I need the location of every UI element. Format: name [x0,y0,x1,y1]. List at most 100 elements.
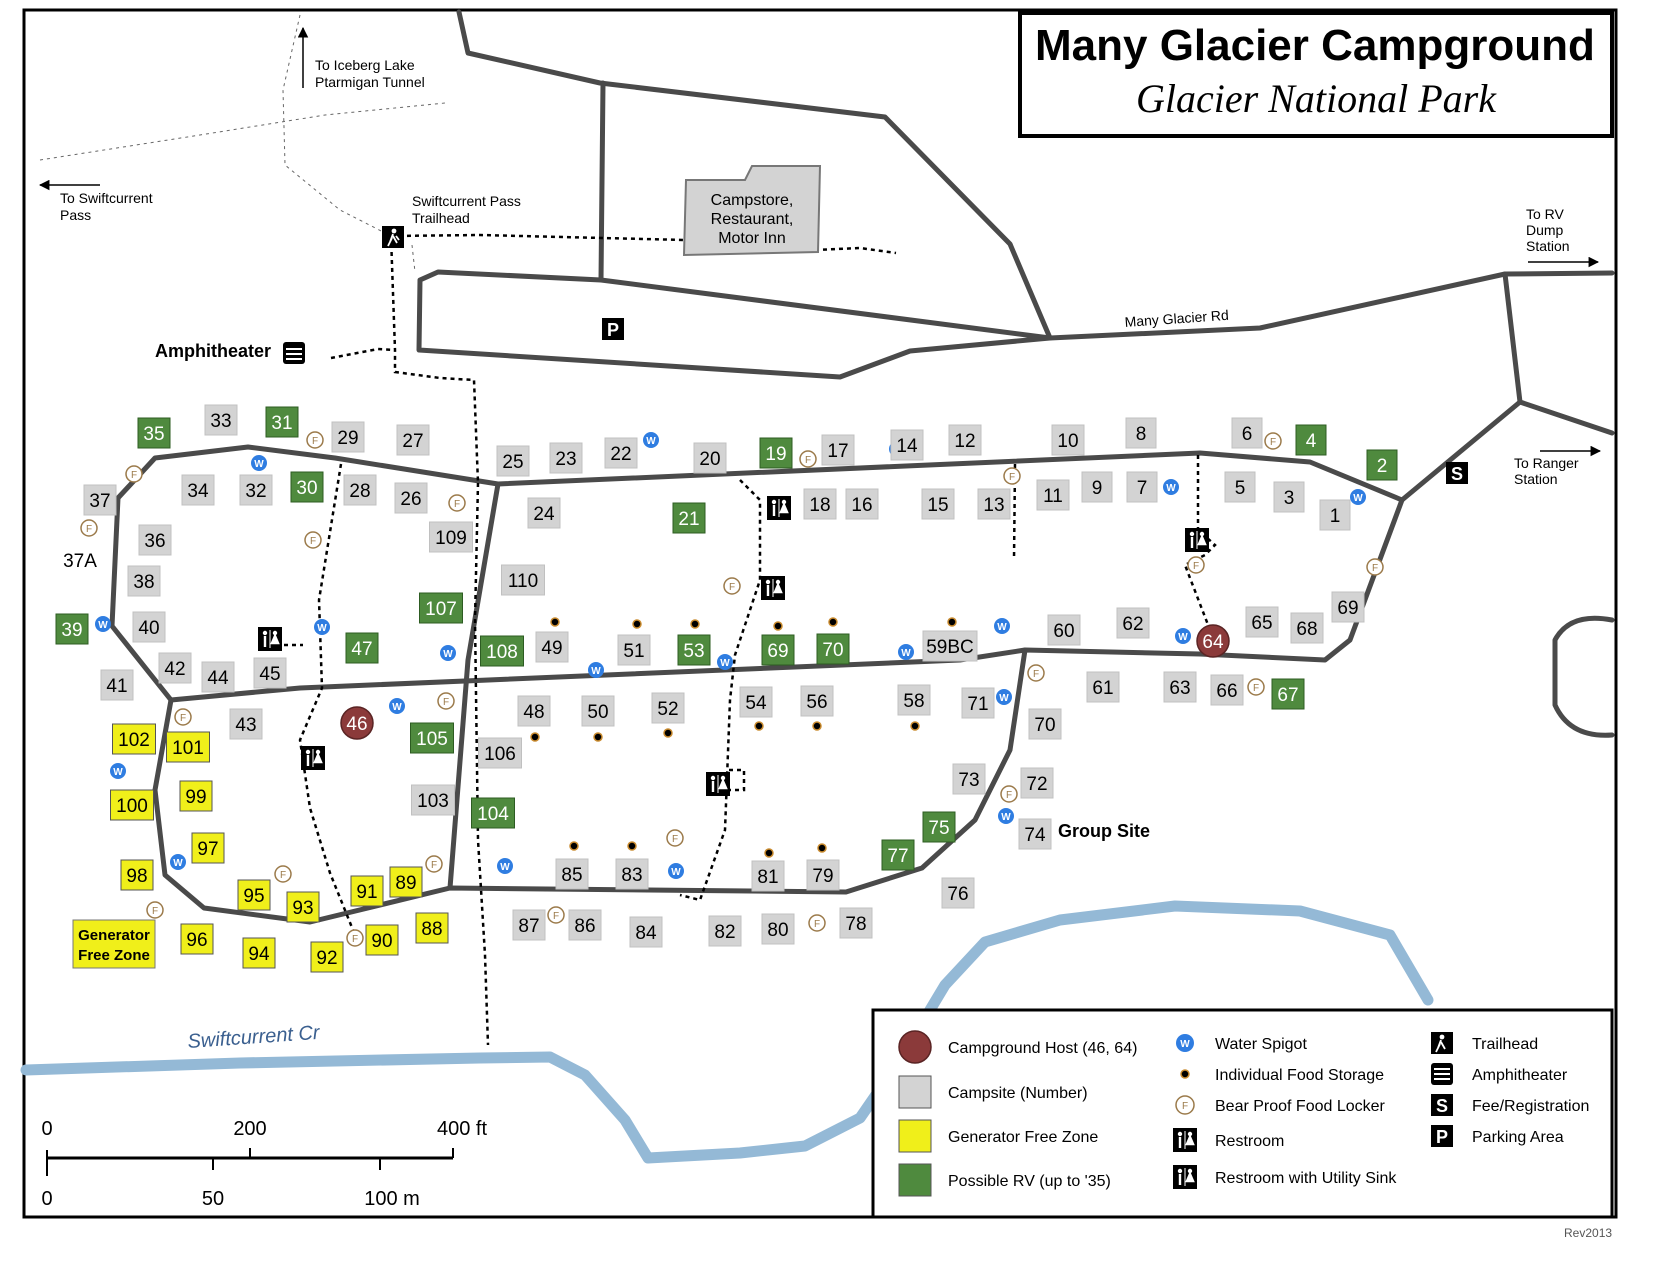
svg-text:W: W [999,693,1009,704]
site-number: 95 [243,886,264,907]
svg-text:F: F [1372,563,1378,574]
site-box [751,860,785,892]
site-box [527,497,561,529]
site-number: 59BC [926,637,974,658]
legend-item-hiker-icon: Trailhead [1431,1032,1538,1054]
svg-text:F: F [1009,472,1015,483]
campsite-7: 7 [1126,471,1158,503]
place-labels: To Iceberg Lake Ptarmigan Tunnel To Swif… [60,57,1579,487]
svg-text:F: F [443,697,449,708]
restroom-icon [761,576,785,600]
site-number: 6 [1242,424,1253,445]
site-box [803,488,837,520]
campsite-49: 49 [535,631,569,663]
site-box [922,811,956,843]
campsite-47: 47 [345,632,379,664]
campsite-46: 46 [340,706,374,740]
site-box [1271,678,1305,710]
site-number: 75 [928,818,949,839]
campsite-18: 18 [803,488,837,520]
site-box [343,474,377,506]
site-number: 103 [417,791,449,812]
site-number: 28 [349,481,370,502]
site-box [1126,471,1158,503]
site-box [501,564,545,596]
food-locker-icon: F [306,431,324,449]
food-storage-icon [812,721,822,731]
site-number: 76 [947,884,968,905]
campsite-54: 54 [739,686,773,718]
legend-item-rv-square: Possible RV (up to '35) [898,1163,1111,1197]
svg-text:F: F [1033,669,1039,680]
campsite-20: 20 [693,442,727,474]
campsite-13: 13 [977,488,1011,520]
legend-item-restroom-icon: Restroom [1173,1128,1284,1152]
water-spigot-icon: W [1163,479,1179,495]
site-number: 58 [903,691,924,712]
site-box [512,909,546,941]
site-box [229,708,263,740]
site-box [977,488,1011,520]
site-box [83,484,117,516]
campsite-70: 70 [1028,708,1062,740]
legend-label: Fee/Registration [1472,1098,1589,1115]
svg-text:W: W [98,620,108,631]
campsite-65: 65 [1245,606,1279,638]
svg-text:W: W [1178,632,1188,643]
campsite-103: 103 [411,784,455,816]
site-number: 84 [635,923,657,944]
campsite-34: 34 [181,474,215,506]
legend-label: Campground Host (46, 64) [948,1040,1137,1057]
campsite-38: 38 [127,565,161,597]
food-locker-icon: F [1187,556,1205,574]
site-number: 20 [699,449,720,470]
campsite-63: 63 [1163,671,1197,703]
water-spigot-icon: W [251,455,267,471]
svg-text:Restaurant,: Restaurant, [711,211,794,228]
site-box [394,482,428,514]
campsite-56: 56 [800,685,834,717]
food-locker-icon: F [80,519,98,537]
site-number: 45 [259,664,280,685]
campsite-14: 14 [890,429,924,461]
site-number: 102 [118,730,150,751]
campsite-15: 15 [921,488,955,520]
site-number: 99 [185,787,206,808]
campsite-71: 71 [961,687,995,719]
site-box [350,875,384,907]
legend-label: Parking Area [1472,1129,1564,1146]
site-number: 37 [89,491,110,512]
site-number: 86 [574,916,595,937]
site-number: 15 [927,495,948,516]
revision-label: Rev2013 [1564,1226,1612,1240]
campsite-10: 10 [1051,424,1085,456]
site-box [1020,767,1054,799]
svg-text:W: W [443,649,453,660]
map-subtitle: Glacier National Park [1136,76,1497,121]
generator-free-zone-box [72,919,156,969]
svg-text:W: W [720,658,730,669]
campsite-79: 79 [806,859,840,891]
site-box [948,424,982,456]
food-storage-icon [593,732,603,742]
water-spigot-icon: W [314,619,330,635]
svg-text:F: F [1193,561,1199,572]
legend-label: Trailhead [1472,1036,1538,1053]
site-box [1295,424,1327,456]
site-box [759,437,793,469]
site-number: 85 [561,865,582,886]
site-number: 65 [1251,613,1272,634]
site-box [1116,607,1150,639]
food-storage-icon [910,721,920,731]
site-number: 4 [1306,431,1317,452]
site-box [549,442,583,474]
water-spigot-icon: W [497,858,513,874]
svg-text:Ptarmigan Tunnel: Ptarmigan Tunnel [315,74,425,90]
site-box [1047,614,1081,646]
campsite-86: 86 [568,909,602,941]
amphitheater-label: Amphitheater [155,341,271,361]
campsite-91: 91 [350,875,384,907]
site-number: 101 [172,738,204,759]
